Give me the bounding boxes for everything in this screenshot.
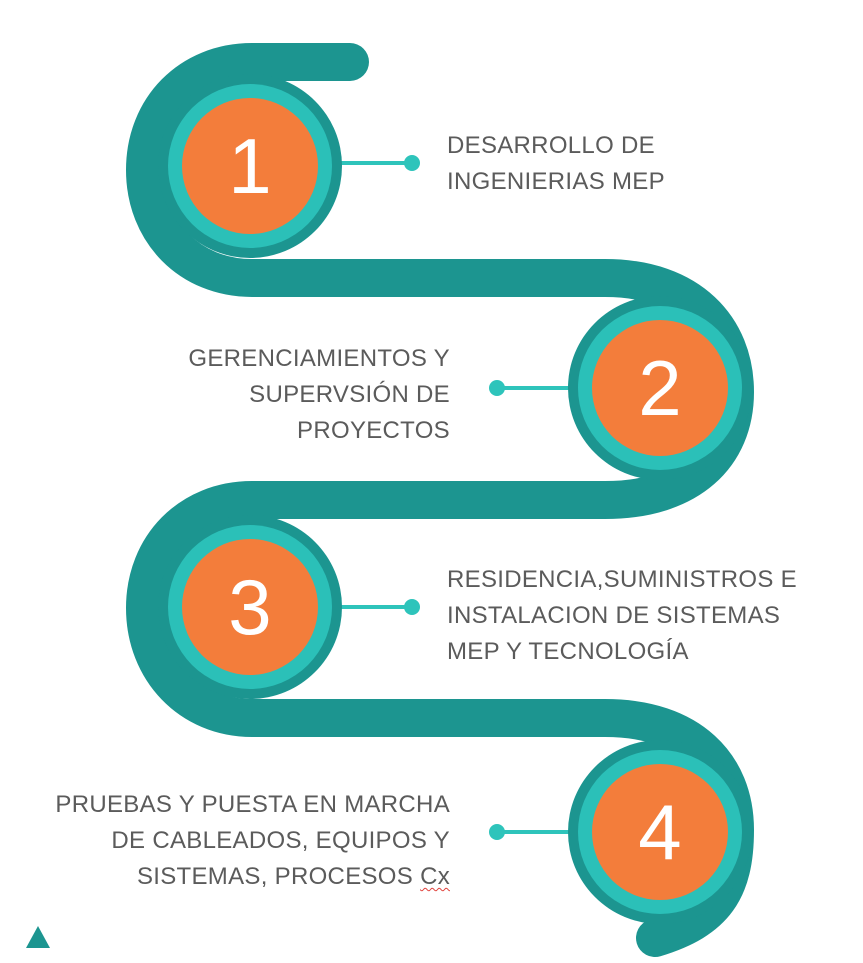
step-3-label-line: INSTALACION DE SISTEMAS xyxy=(447,602,781,629)
step-2-label-line: GERENCIAMIENTOS Y xyxy=(188,345,450,372)
step-2-label: GERENCIAMIENTOS Y SUPERVSIÓN DE PROYECTO… xyxy=(188,341,450,449)
step-3-circle: 3 xyxy=(158,515,342,699)
step-1-label: DESARROLLO DE INGENIERIAS MEP xyxy=(447,128,665,200)
step-4-label-text: SISTEMAS, PROCESOS xyxy=(136,863,421,890)
step-1-circle: 1 xyxy=(158,74,342,258)
step-3-label-line: MEP Y TECNOLOGÍA xyxy=(447,638,689,665)
step-4-label: PRUEBAS Y PUESTA EN MARCHA DE CABLEADOS,… xyxy=(55,787,450,895)
step-2-label-line: SUPERVSIÓN DE xyxy=(249,381,450,408)
step-4-circle: 4 xyxy=(568,740,752,924)
step-4-number: 4 xyxy=(638,788,681,876)
step-3-label-line: RESIDENCIA,SUMINISTROS E xyxy=(447,566,797,593)
step-4-label-line: PRUEBAS Y PUESTA EN MARCHA xyxy=(55,791,450,818)
triangle-icon xyxy=(26,926,50,948)
step-2-number: 2 xyxy=(638,344,681,432)
step-1-label-line: DESARROLLO DE xyxy=(447,132,655,159)
step-3-number: 3 xyxy=(228,563,271,651)
step-2-circle: 2 xyxy=(568,296,752,480)
spellcheck-word: Cx xyxy=(420,863,450,890)
step-1-number: 1 xyxy=(228,122,271,210)
step-4-label-line: SISTEMAS, PROCESOS Cx xyxy=(55,859,450,895)
step-3-label: RESIDENCIA,SUMINISTROS E INSTALACION DE … xyxy=(447,562,797,670)
step-2-label-line: PROYECTOS xyxy=(297,417,450,444)
step-1-label-line: INGENIERIAS MEP xyxy=(447,168,665,195)
step-4-label-line: DE CABLEADOS, EQUIPOS Y xyxy=(111,827,450,854)
